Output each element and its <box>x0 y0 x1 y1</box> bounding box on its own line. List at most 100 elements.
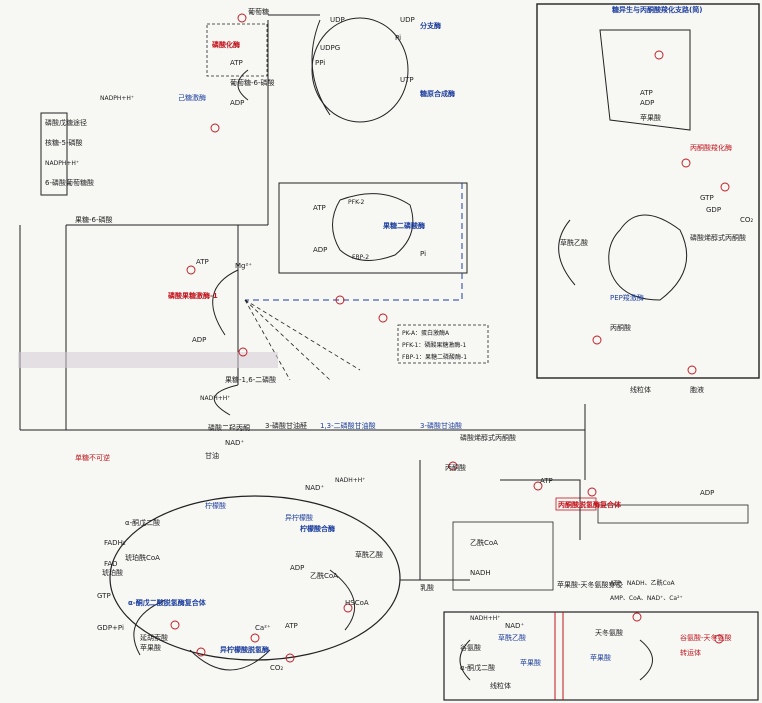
br-note-mito: 线粒体 <box>490 681 511 690</box>
tca-succinate: 琥珀酸 <box>102 568 123 577</box>
label-note-red: 单糖不可逆 <box>75 453 110 462</box>
rp-co2: CO₂ <box>740 216 753 224</box>
label-bpg: 1,3-二磷酸甘油酸 <box>320 421 376 430</box>
legend-pfk1: PFK-1：磷酸果糖激酶-1 <box>402 341 467 349</box>
label-hexokinase: 己糖激酶 <box>178 93 206 102</box>
br-red-note-2: 转运体 <box>680 648 701 657</box>
pdh-complex: 丙酮酸脱氢酶复合体 <box>558 500 622 509</box>
label-udp-upper: UDP <box>400 16 415 24</box>
br-red-note-1: 谷氨酸-天冬氨酸 <box>680 633 732 642</box>
tca-isocitrate: 异柠檬酸 <box>285 513 313 522</box>
rp-gtp: GTP <box>700 194 714 202</box>
tca-fad: FAD <box>104 560 118 568</box>
label-pyruvate: 丙酮酸 <box>445 463 466 472</box>
br-asp: 天冬氨酸 <box>595 628 623 637</box>
lb-item1: 磷酸戊糖途径 <box>45 118 87 127</box>
label-lactate: 乳酸 <box>420 583 434 592</box>
pfk-arc <box>213 384 239 416</box>
right-panel-cycle <box>599 29 691 131</box>
tca-citrate-synthase: 柠檬酸合酶 <box>300 524 335 533</box>
tca-atp: ATP <box>285 622 298 630</box>
tca-oaa: 草酰乙酸 <box>355 550 383 559</box>
label-pfk2: PFK-2 <box>348 199 365 206</box>
regulation-dashed-2 <box>244 299 331 381</box>
rp-atp: ATP <box>640 89 653 97</box>
label-mb-pi: Pi <box>420 250 426 258</box>
pdh-box <box>555 497 597 511</box>
tca-malate: 苹果酸 <box>140 643 161 652</box>
right-regulation-box <box>597 504 749 524</box>
udpg-arc <box>311 19 331 116</box>
label-mb-atp: ATP <box>313 204 326 212</box>
tca-adp: ADP <box>290 564 304 572</box>
right-panel-loop <box>558 219 576 286</box>
middle-box-cycle <box>332 193 414 261</box>
label-g3p: 3-磷酸甘油醛 <box>265 421 307 430</box>
label-phosphorylase: 磷酸化酶 <box>212 40 240 49</box>
tca-akgdh: α-酮戊二酸脱氢酶复合体 <box>128 598 207 607</box>
top-small-box <box>206 23 268 77</box>
legend-pka: PK-A：蛋白激酶A <box>402 329 450 337</box>
tca-fadh2: FADH₂ <box>104 539 126 547</box>
label-atp-1: ATP <box>230 59 243 67</box>
glycogen-cycle <box>311 17 409 123</box>
label-pi-top: Pi <box>395 34 401 42</box>
label-glycogen-synthase: 糖原合成酶 <box>420 89 455 98</box>
br-nad: NAD⁺ <box>505 622 524 630</box>
regulation-dashed-3 <box>244 299 361 371</box>
label-f6p: 果糖-6-磷酸 <box>75 215 113 224</box>
pdh-regulation: AMP、CoA、NAD⁺、Ca²⁺ <box>610 595 683 602</box>
smudge <box>18 352 278 368</box>
br-oaa: 草酰乙酸 <box>498 633 526 642</box>
label-udpg: UDPG <box>320 44 340 52</box>
middle-regulation-box <box>278 182 468 274</box>
tca-bottom-loop <box>189 649 271 671</box>
label-atp-2: ATP <box>196 258 209 266</box>
right-panel-frame <box>536 3 760 379</box>
tca-acetyl-coa: 乙酰CoA <box>310 571 338 580</box>
shuttle-arc-right <box>639 639 653 681</box>
label-pep: 磷酸烯醇式丙酮酸 <box>460 433 516 442</box>
tca-idh: 异柠檬酸脱氢酶 <box>220 645 269 654</box>
br-akg: α-酮戊二酸 <box>460 663 495 672</box>
tca-right-loop <box>329 569 355 631</box>
pdh-acetyl: 乙酰CoA <box>470 538 498 547</box>
rp-mito: 线粒体 <box>630 385 651 394</box>
label-ppi: PPi <box>315 59 325 67</box>
pdh-nadh: NADH <box>470 569 491 577</box>
tca-left-loop <box>133 599 166 656</box>
tca-co2: CO₂ <box>270 664 283 672</box>
hexokinase-arc <box>212 269 239 336</box>
label-nad: NAD⁺ <box>225 439 244 447</box>
regulation-dashed-1 <box>245 183 463 301</box>
label-mg: Mg²⁺ <box>235 262 252 270</box>
pdh-atp: ATP <box>540 477 553 485</box>
left-side-box <box>40 112 68 196</box>
right-panel-inner <box>608 214 688 301</box>
atp-arc-top <box>237 69 249 101</box>
tca-hscoa: HSCoA <box>345 599 369 607</box>
br-note-shuttle: 苹果酸-天冬氨酸穿梭 <box>557 580 623 589</box>
label-fbpase: 果糖二磷酸酶 <box>383 221 425 230</box>
br-malate: 苹果酸 <box>590 653 611 662</box>
tca-citrate: 柠檬酸 <box>205 501 226 510</box>
pdh-inhibit: ATP、NADH、乙酰CoA <box>610 579 676 587</box>
label-mb-adp: ADP <box>313 246 327 254</box>
tca-gdp: GDP+Pi <box>97 624 124 632</box>
rp-oaa: 草酰乙酸 <box>560 238 588 247</box>
rp-gdp: GDP <box>706 206 721 214</box>
bottom-right-frame <box>443 611 759 701</box>
tca-nadh: NADH+H⁺ <box>335 477 365 484</box>
lb-item4: 6-磷酸葡萄糖酸 <box>45 178 94 187</box>
label-adp-1: ADP <box>230 99 244 107</box>
regulation-dashed-4 <box>244 299 291 381</box>
pdh-line <box>500 479 581 540</box>
tca-gtp: GTP <box>97 592 111 600</box>
legend-box <box>397 324 489 364</box>
tca-succinyl-coa: 琥珀酰CoA <box>125 553 160 562</box>
shuttle-arc-left <box>459 639 471 681</box>
label-g6p: 葡萄糖-6-磷酸 <box>230 78 275 87</box>
rp-pep: 磷酸烯醇式丙酮酸 <box>690 233 746 242</box>
mito-box <box>452 521 554 591</box>
